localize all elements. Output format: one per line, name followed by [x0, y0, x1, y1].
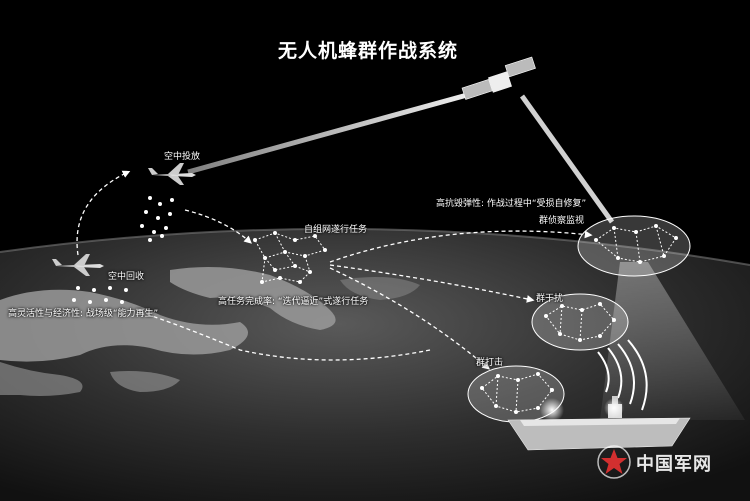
- explosion-flash: [540, 398, 564, 422]
- transport-aircraft-icon: [148, 163, 196, 185]
- label-airdrop: 空中投放: [164, 152, 201, 162]
- label-recovery: 空中回收: [108, 272, 145, 282]
- label-survivability: 高抗毁弹性: 作战过程中“受损自修复”: [436, 199, 587, 209]
- arrow-drop-to-network: [184, 209, 252, 244]
- arrow-network-to-jamming: [329, 264, 535, 303]
- explosion-flash: [604, 398, 624, 418]
- self-network-swarm: [254, 232, 326, 283]
- satellite-icon: [461, 56, 536, 100]
- watermark: 中国军网: [596, 444, 736, 484]
- self-network-nodes: [253, 231, 327, 284]
- label-jamming: 群干扰: [536, 294, 564, 304]
- page-title: 无人机蜂群作战系统: [278, 40, 459, 62]
- recon-sensor-cone: [600, 262, 745, 420]
- recovery-aircraft-icon: [52, 254, 104, 276]
- recovery-drones: [72, 286, 128, 304]
- satellite-link-recon: [519, 94, 615, 224]
- satellite-link-aircraft: [187, 89, 479, 175]
- watermark-text: 中国军网: [636, 454, 712, 475]
- label-strike: 群打击: [476, 358, 504, 368]
- arrow-return-to-recovery: [139, 311, 431, 361]
- arrow-network-to-recon: [329, 230, 593, 263]
- arrow-recovery-to-airdrop: [76, 170, 131, 256]
- star-logo-icon: [597, 445, 631, 479]
- land-masses: [0, 266, 420, 396]
- label-recon: 群侦察监视: [539, 216, 585, 226]
- jamming-swarm: [531, 293, 629, 351]
- label-self-network: 自组网遂行任务: [304, 225, 368, 235]
- label-completion: 高任务完成率: “迭代逼近”式遂行任务: [218, 297, 369, 307]
- horizon-glow: [0, 227, 750, 266]
- label-flexibility: 高灵活性与经济性: 战场级“能力再生”: [8, 309, 159, 319]
- arrow-network-to-strike: [329, 267, 490, 370]
- jamming-waves: [597, 339, 648, 411]
- recon-swarm: [577, 215, 691, 277]
- dropped-drones: [140, 196, 174, 242]
